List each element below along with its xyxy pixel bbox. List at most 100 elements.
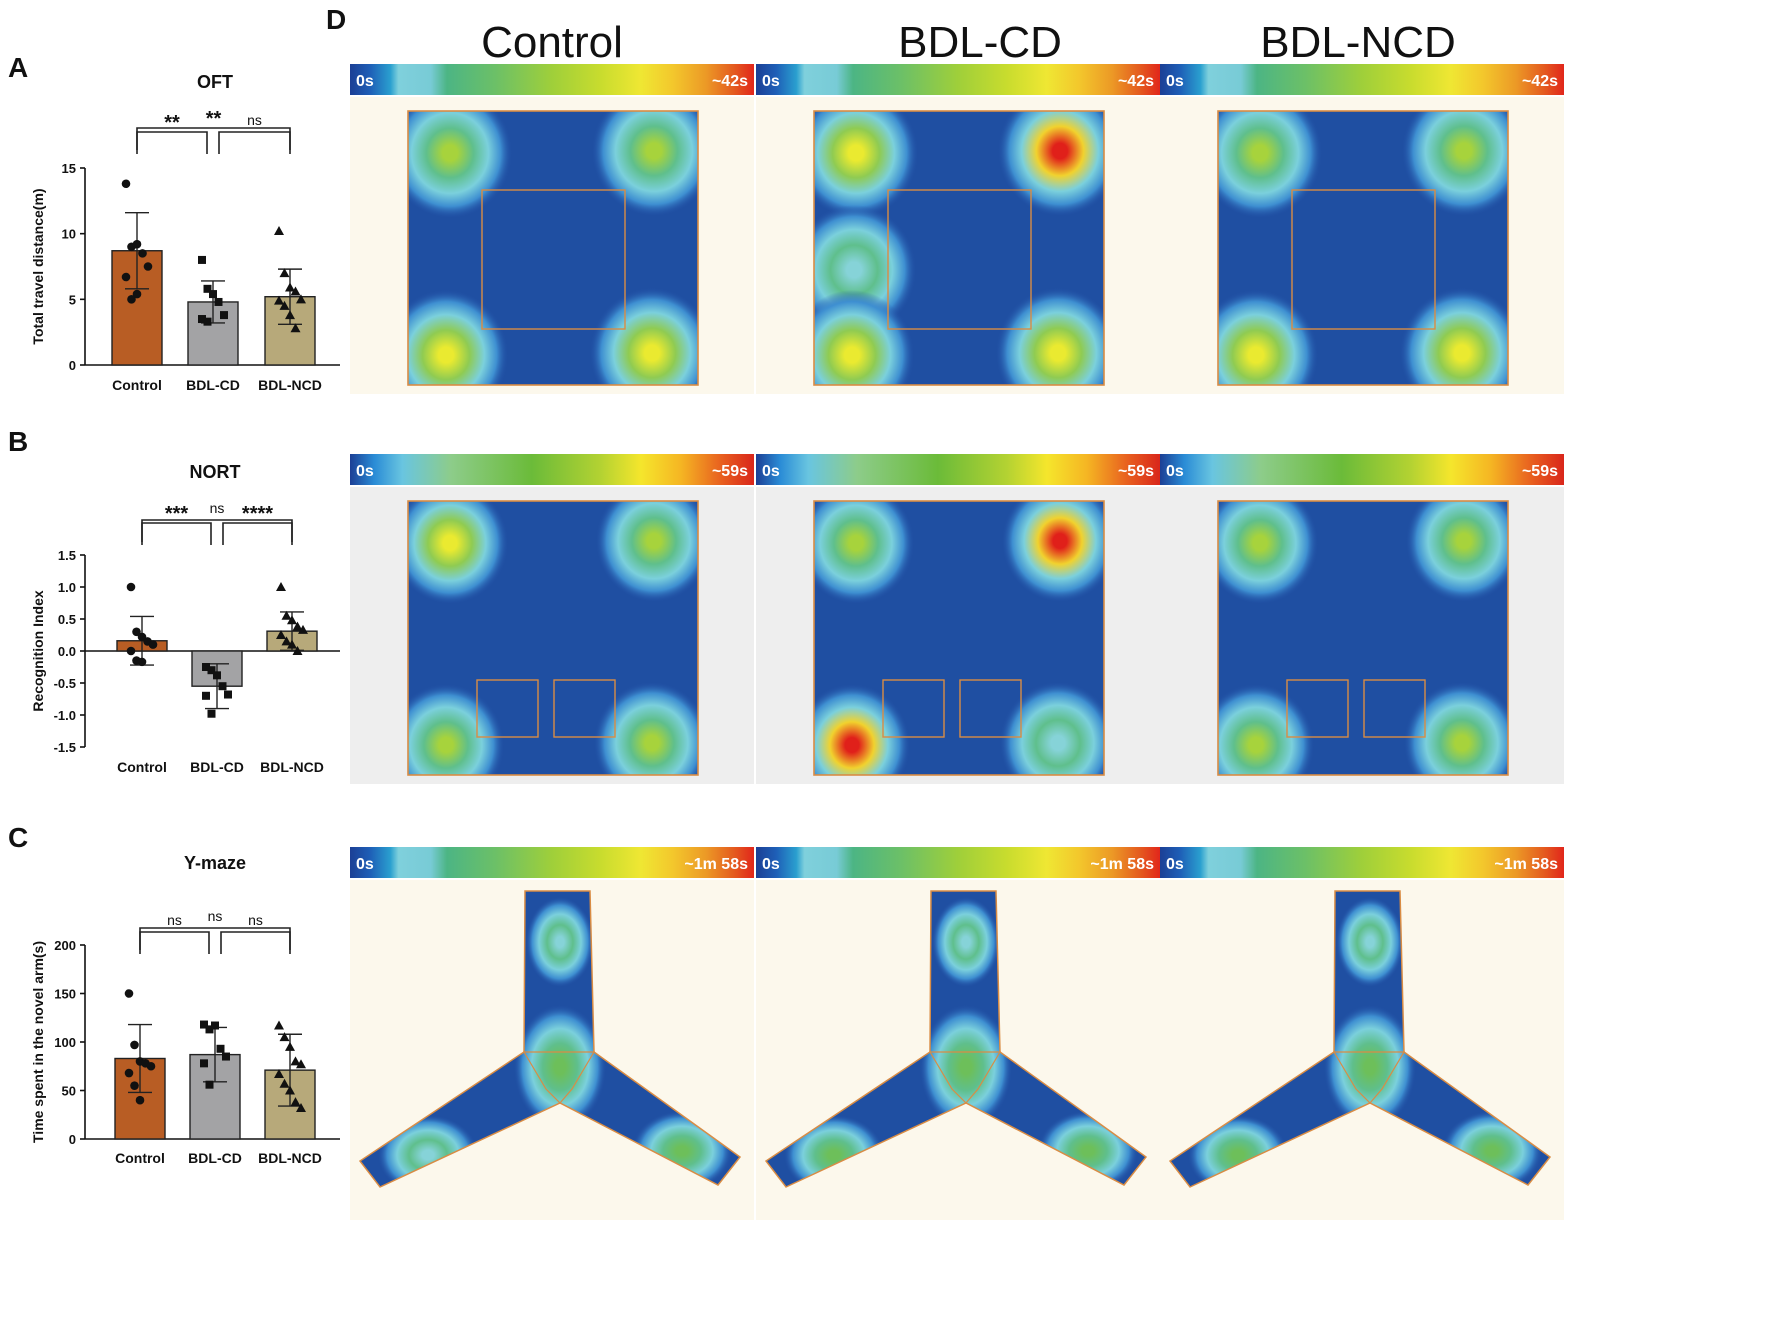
chart-c-data-point	[290, 1056, 301, 1066]
bracket-label: **	[206, 108, 222, 130]
heatmap-scale-bar	[1160, 64, 1564, 95]
bracket-label: ns	[210, 500, 225, 516]
chart-a-ytick-label: 0	[69, 358, 76, 373]
heatmap-hotspot	[1400, 287, 1508, 385]
chart-b-data-point	[207, 666, 216, 675]
chart-a-category-label: BDL-NCD	[258, 377, 322, 393]
heatmap-scale-end-label: ~42s	[1118, 73, 1154, 90]
chart-c-ytick-label: 50	[62, 1084, 76, 1099]
arena-center-zone	[887, 189, 1032, 330]
chart-c-data-point	[216, 1044, 225, 1053]
chart-b-data-point	[224, 690, 232, 699]
chart-b-data-point	[207, 709, 216, 718]
heatmap-scale-end-label: ~59s	[712, 463, 748, 480]
panel-letter-d: D	[326, 4, 347, 35]
chart-b-ytick-label: 0.5	[58, 612, 76, 627]
heatmap-nort-bdl-cd: 0s~59s	[756, 454, 1160, 784]
heatmap-scale-bar	[350, 847, 754, 878]
heatmap-scale-bar	[350, 454, 754, 485]
chart-a-data-point	[209, 290, 217, 299]
chart-b-data-point	[126, 646, 136, 656]
arena-hotspots	[408, 501, 698, 775]
heatmap-hotspot	[1000, 682, 1104, 775]
chart-b-data-point	[281, 636, 292, 646]
arena-center-zone	[481, 189, 626, 330]
bracket-label: ns	[167, 912, 182, 928]
heatmap-scale-bar	[350, 64, 754, 95]
chart-a-significance-bracket: ns	[218, 112, 291, 154]
chart-b-ytick-label: 0.0	[58, 644, 76, 659]
chart-a-significance-bracket: **	[136, 108, 291, 150]
chart-b-data-point	[137, 657, 147, 667]
chart-c-ytick-label: 150	[54, 987, 76, 1002]
arena-hotspots	[1218, 501, 1508, 775]
object-zone-left	[882, 679, 945, 738]
chart-c-data-point	[135, 1095, 145, 1105]
chart-b-data-point	[202, 691, 210, 700]
chart-b-data-point	[292, 646, 303, 655]
heatmap-scale-end-label: ~59s	[1522, 463, 1558, 480]
chart-c-significance-bracket: ns	[139, 908, 291, 950]
heatmap-oft-bdl-ncd: 0s~42s	[1160, 64, 1564, 394]
chart-c-data-point	[205, 1025, 214, 1034]
heatmap-hotspot	[590, 287, 698, 385]
bracket-line	[222, 522, 293, 545]
chart-a-data-point	[290, 286, 301, 296]
heatmap-scale-bar	[1160, 847, 1564, 878]
arena-border	[407, 110, 699, 386]
heatmap-scale-start-label: 0s	[356, 463, 374, 480]
chart-b-data-point	[287, 615, 297, 625]
chart-c-data-point	[279, 1032, 290, 1042]
chart-c-ylabel: Time spent in the novel arm(s)	[30, 941, 46, 1143]
chart-b-title: NORT	[190, 462, 241, 482]
arena-center-zone	[1291, 189, 1436, 330]
chart-a-data-point	[274, 295, 284, 305]
ymaze-hotspots	[378, 897, 732, 1187]
bracket-line	[218, 131, 291, 154]
chart-c-data-point	[200, 1059, 208, 1068]
object-zone-right	[1363, 679, 1426, 738]
chart-c-data-point	[211, 1021, 219, 1030]
heatmap-nort-control: 0s ~59s	[350, 454, 754, 784]
object-zone-right	[959, 679, 1022, 738]
object-zone-left	[1286, 679, 1349, 738]
heatmap-scale-bar	[756, 454, 1160, 485]
heatmap-hotspot	[920, 1005, 1012, 1129]
chart-b-ytick-label: 1.0	[58, 580, 76, 595]
heatmap-hotspot	[814, 501, 914, 604]
heatmap-hotspot	[1336, 897, 1404, 987]
chart-a-data-point	[220, 311, 228, 320]
chart-a-data-point	[198, 255, 206, 264]
heatmap-scale-bar	[756, 64, 1160, 95]
heatmap-hotspot	[932, 897, 1000, 987]
heatmap-hotspot	[1218, 684, 1314, 775]
chart-a-category-label: Control	[112, 377, 162, 393]
chart-b-ytick-label: 1.5	[58, 548, 76, 563]
object-zone-right	[553, 679, 616, 738]
heatmap-scale-start-label: 0s	[356, 856, 374, 873]
bracket-label: ****	[242, 503, 273, 525]
heatmap-oft-control: 0s~42s	[350, 64, 754, 394]
arena-border	[1217, 500, 1509, 776]
heatmap-scale-end-label: ~42s	[712, 73, 748, 90]
heatmap-y-maze-bdl-ncd: 0s~1m 58s	[1160, 847, 1564, 1220]
ymaze-center-zone	[522, 1051, 596, 1104]
heatmap-scale-start-label: 0s	[762, 856, 780, 873]
ymaze-border	[358, 890, 742, 1188]
chart-c-data-point	[124, 989, 134, 998]
chart-a-data-point	[132, 239, 142, 249]
heatmap-hotspot	[1324, 1005, 1416, 1129]
chart-a-significance-bracket: **	[136, 112, 208, 154]
heatmap-hotspot	[1218, 289, 1318, 385]
chart-c-data-point	[274, 1020, 284, 1030]
chart-a-data-point	[290, 323, 301, 333]
bracket-line	[136, 127, 291, 150]
heatmap-y-maze-bdl-cd: 0s~1m 58s	[756, 847, 1160, 1220]
ymaze-border	[1168, 890, 1552, 1188]
chart-b-data-point	[148, 640, 158, 649]
heatmap-scale-end-label: ~1m 58s	[1494, 856, 1558, 873]
chart-a-data-point	[121, 179, 131, 189]
chart-b-data-point	[298, 624, 308, 634]
